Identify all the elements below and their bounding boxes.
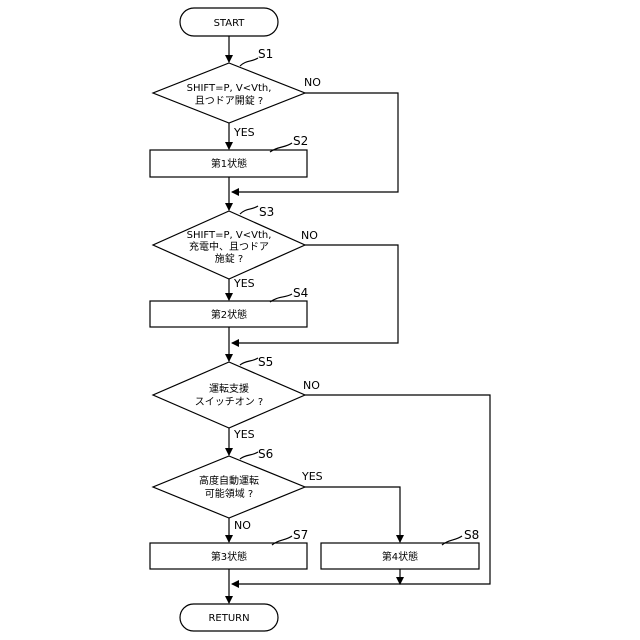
process-s8-text: 第4状態 (382, 550, 418, 563)
s5-step-label: S5 (258, 355, 273, 369)
s3-no-label: NO (301, 229, 318, 242)
connector-s6-yes (305, 487, 400, 542)
decision-s5 (153, 362, 305, 428)
process-s2-text: 第1状態 (211, 157, 247, 170)
s1-yes-label: YES (233, 126, 255, 139)
s1-tag-curve (240, 58, 258, 66)
process-s7-text: 第3状態 (211, 550, 247, 563)
s6-tag-curve (240, 452, 258, 459)
s3-yes-label: YES (233, 277, 255, 290)
decision-s1-line2: 且つドア開錠 ? (195, 94, 264, 107)
s3-step-label: S3 (259, 205, 274, 219)
s5-no-label: NO (303, 379, 320, 392)
return-label: RETURN (208, 613, 249, 624)
s6-step-label: S6 (258, 447, 273, 461)
s2-step-label: S2 (293, 134, 308, 148)
s4-step-label: S4 (293, 286, 308, 300)
s5-tag-curve (240, 358, 258, 365)
decision-s6-line2: 可能領域 ? (205, 487, 254, 500)
s7-step-label: S7 (293, 528, 308, 542)
s6-no-label: NO (234, 519, 251, 532)
s3-tag-curve (240, 206, 258, 214)
decision-s5-line2: スイッチオン ? (195, 396, 264, 408)
decision-s1-line1: SHIFT=P, V<Vth, (187, 83, 272, 94)
start-label: START (214, 18, 246, 29)
decision-s5-line1: 運転支援 (209, 382, 249, 395)
s1-no-label: NO (304, 76, 321, 89)
decision-s3-line2: 充電中、且つドア (189, 240, 269, 253)
decision-s6-line1: 高度自動運転 (199, 474, 259, 487)
s8-step-label: S8 (464, 528, 479, 542)
decision-s6 (153, 456, 305, 518)
s5-yes-label: YES (233, 428, 255, 441)
decision-s3-line3: 施錠 ? (215, 252, 244, 265)
process-s4-text: 第2状態 (211, 308, 247, 321)
s6-yes-label: YES (301, 470, 323, 483)
decision-s3-line1: SHIFT=P, V<Vth, (187, 230, 272, 241)
s1-step-label: S1 (258, 47, 273, 61)
